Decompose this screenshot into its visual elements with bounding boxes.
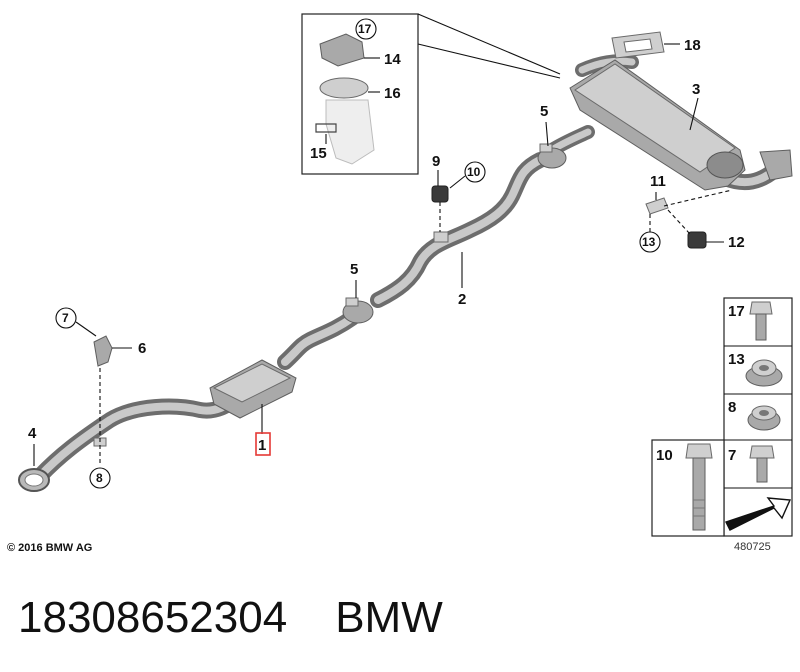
callout-17: 17 bbox=[358, 22, 372, 36]
callout-17-circle bbox=[355, 18, 377, 40]
callout-3: 3 bbox=[692, 81, 700, 98]
flange-nut-13 bbox=[745, 359, 783, 387]
rear-silencer bbox=[569, 59, 793, 191]
exhaust-tailpipe-left bbox=[575, 54, 639, 77]
hex-nut-8 bbox=[747, 405, 781, 431]
clip-15 bbox=[315, 123, 337, 133]
callout-5-lower: 5 bbox=[350, 261, 358, 278]
callout-10: 10 bbox=[467, 165, 481, 179]
callout-2: 2 bbox=[458, 291, 466, 308]
callout-8: 8 bbox=[96, 471, 103, 485]
callout-18: 18 bbox=[684, 37, 701, 54]
bolt-10 bbox=[685, 443, 713, 531]
callout-6: 6 bbox=[138, 340, 146, 357]
part-number: 18308652304 bbox=[18, 593, 288, 642]
brand-name: BMW bbox=[335, 593, 443, 642]
assembly-arrow-icon bbox=[725, 497, 792, 531]
callout-9: 9 bbox=[432, 153, 440, 170]
callout-14: 14 bbox=[384, 51, 401, 68]
callout-4: 4 bbox=[28, 425, 37, 442]
callout-8-circle bbox=[89, 467, 111, 489]
callout-13: 13 bbox=[642, 235, 656, 249]
bolt-7 bbox=[749, 445, 775, 483]
hardware-panel: 17 13 8 7 bbox=[651, 297, 793, 537]
callout-1: 1 bbox=[258, 437, 266, 454]
exhaust-pipe-rear-inlet bbox=[545, 125, 595, 157]
diagram-number: 480725 bbox=[734, 541, 771, 553]
clamp-upper bbox=[537, 143, 567, 169]
rear-hanger bbox=[645, 197, 669, 215]
heat-shield-bracket bbox=[611, 31, 665, 59]
copyright-notice: © 2016 BMW AG bbox=[7, 542, 93, 554]
clamp-lower bbox=[342, 297, 374, 324]
hardware-label-10: 10 bbox=[656, 447, 673, 464]
hanger-bracket bbox=[93, 335, 113, 367]
callout-7: 7 bbox=[62, 311, 69, 325]
callout-12: 12 bbox=[728, 234, 745, 251]
hardware-label-8: 8 bbox=[728, 399, 736, 416]
callout-10-circle bbox=[464, 161, 486, 183]
rubber-mount-rear bbox=[687, 231, 707, 249]
center-hanger bbox=[433, 231, 449, 243]
callout-15: 15 bbox=[310, 145, 327, 162]
highlight-box-part-1 bbox=[255, 432, 271, 456]
bolt-17 bbox=[749, 301, 773, 341]
inset-detail: 17 14 16 15 bbox=[301, 13, 561, 175]
hardware-label-17: 17 bbox=[728, 303, 745, 320]
mount-plate-16 bbox=[319, 77, 369, 99]
exhaust-pipe-center bbox=[370, 152, 548, 308]
rubber-mounting bbox=[431, 185, 449, 203]
sealing-ring bbox=[18, 468, 50, 492]
callout-5-upper: 5 bbox=[540, 103, 548, 120]
exhaust-pipe-mid bbox=[277, 310, 360, 370]
callout-16: 16 bbox=[384, 85, 401, 102]
callout-11: 11 bbox=[650, 173, 666, 190]
callout-7-circle bbox=[55, 307, 77, 329]
part-caption: 18308652304 BMW bbox=[18, 588, 443, 648]
hardware-label-13: 13 bbox=[728, 351, 745, 368]
front-silencer bbox=[209, 359, 297, 419]
hardware-label-7: 7 bbox=[728, 447, 736, 464]
